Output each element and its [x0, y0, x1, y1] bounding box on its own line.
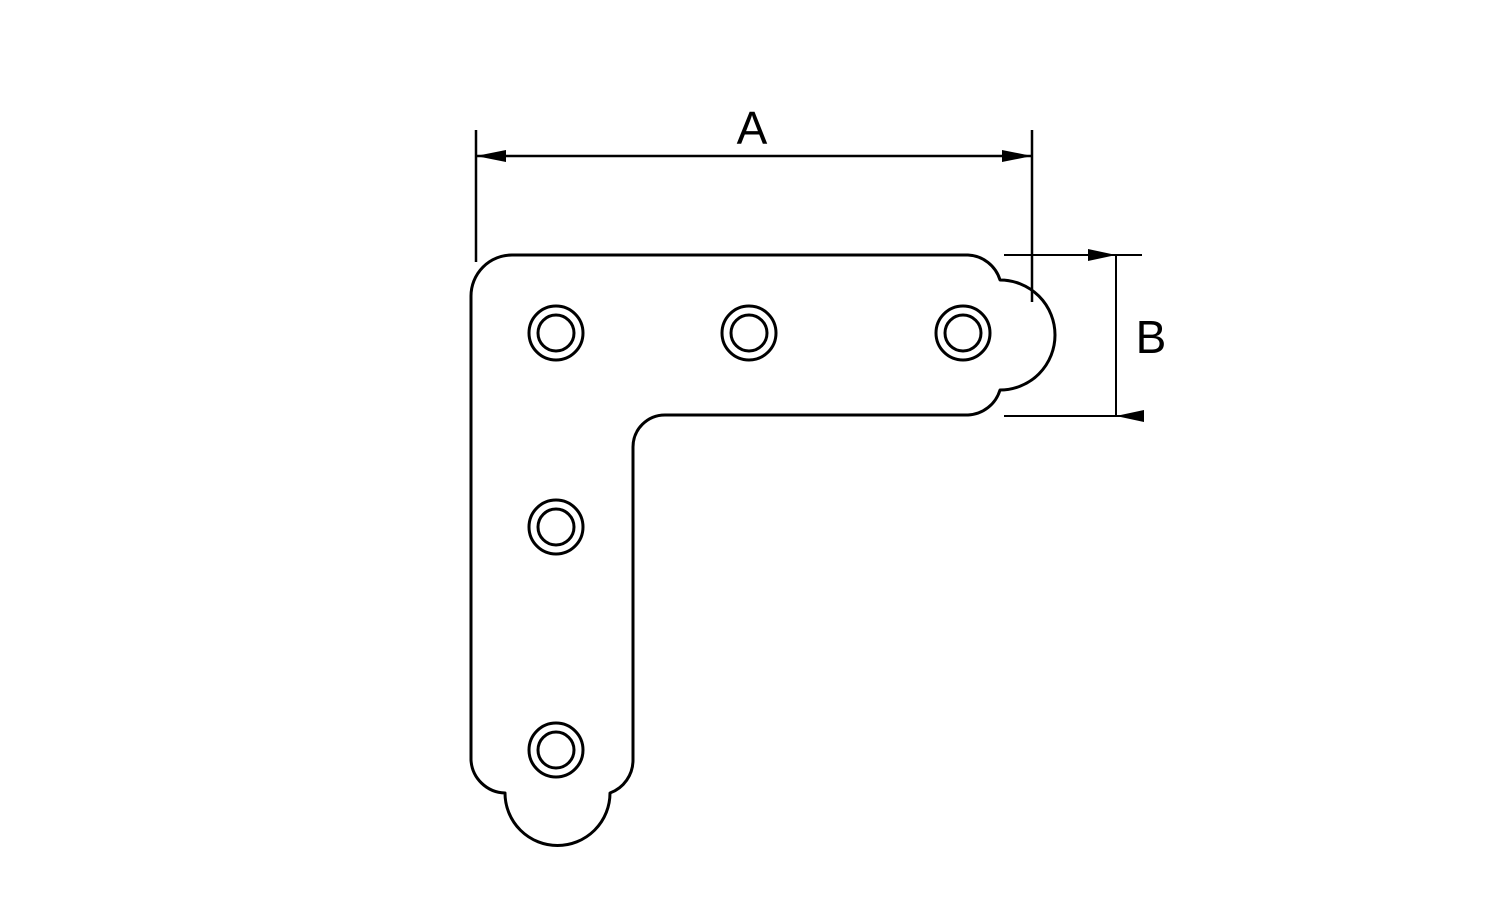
screw-hole-left-1 — [527, 498, 585, 556]
dimension-a: A — [474, 102, 1034, 302]
screw-hole-top-1 — [527, 304, 585, 362]
screw-hole-top-2 — [720, 304, 778, 362]
dimension-b: B — [1004, 249, 1167, 422]
screw-hole-left-2 — [527, 721, 585, 779]
bracket-outline — [469, 253, 1057, 847]
dimension-a-label: A — [737, 102, 768, 154]
dimension-b-label: B — [1136, 311, 1167, 363]
screw-hole-top-3 — [934, 304, 992, 362]
